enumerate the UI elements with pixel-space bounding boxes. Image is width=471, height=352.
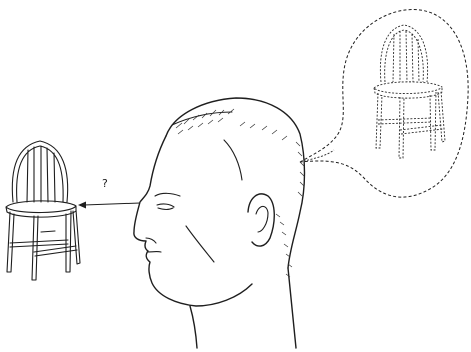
hair-texture bbox=[176, 109, 304, 277]
thought-bubble bbox=[300, 10, 468, 198]
question-mark: ? bbox=[102, 177, 108, 190]
head-profile bbox=[134, 98, 305, 348]
gaze-arrow bbox=[78, 202, 140, 209]
thought-trail bbox=[300, 150, 334, 162]
real-chair bbox=[6, 141, 80, 280]
imagined-chair bbox=[374, 25, 445, 158]
